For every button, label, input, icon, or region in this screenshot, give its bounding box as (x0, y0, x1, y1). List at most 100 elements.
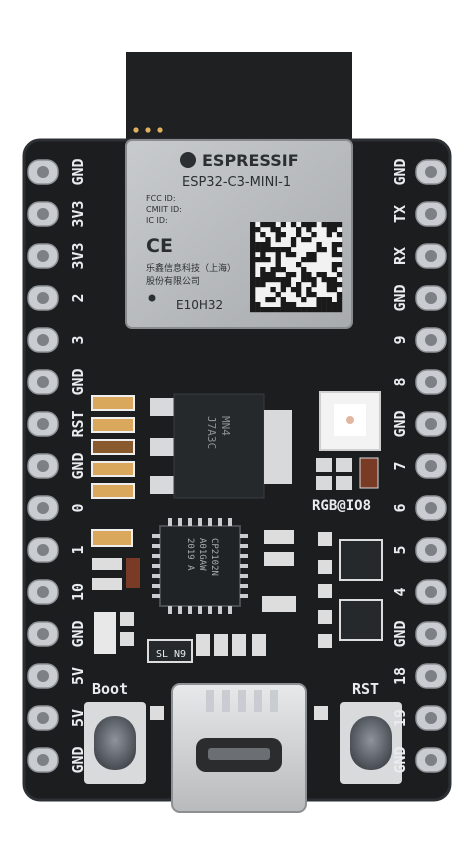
right-pin-label-11: 4 (391, 587, 409, 596)
ce-mark: CE (146, 235, 173, 257)
transistors-right (318, 532, 383, 648)
right-pin-3 (415, 243, 447, 269)
right-pin-label-14: 19 (391, 709, 409, 727)
right-pin-14 (415, 705, 447, 731)
left-pin-label-4: 2 (69, 293, 87, 302)
regulator-marking-1: MN4 (219, 416, 232, 436)
left-pin-label-12: GND (69, 620, 87, 647)
right-pin-8 (415, 453, 447, 479)
left-pin-label-8: GND (69, 452, 87, 479)
diode-marking-2: N9 (174, 649, 186, 660)
module-fcc-id: FCC ID: (146, 194, 176, 203)
right-pin-5 (415, 327, 447, 353)
right-pin-label-3: RX (391, 247, 409, 265)
left-pin-14 (27, 705, 59, 731)
right-pin-2 (415, 201, 447, 227)
antenna-area (126, 52, 352, 144)
right-pin-label-12: GND (391, 620, 409, 647)
right-pin-label-4: GND (391, 284, 409, 311)
chip-marking-3: 2019 A (185, 538, 195, 571)
diode-marking: SL (156, 649, 168, 660)
left-pin-7 (27, 411, 59, 437)
antenna-dots (133, 127, 163, 133)
left-pin-label-15: GND (69, 746, 87, 773)
right-pin-1 (415, 159, 447, 185)
voltage-regulator: MN4 J7A3C (150, 393, 292, 499)
datamatrix-pattern (250, 222, 343, 313)
reset-button[interactable] (340, 702, 402, 784)
right-pin-11 (415, 579, 447, 605)
left-pin-label-6: GND (69, 368, 87, 395)
left-pin-label-2: 3V3 (69, 200, 87, 227)
left-pin-6 (27, 369, 59, 395)
module-ic-id: IC ID: (146, 216, 168, 225)
left-pin-15 (27, 747, 59, 773)
chip-marking-1: CP2102N (209, 538, 219, 576)
left-pin-10 (27, 537, 59, 563)
right-pin-7 (415, 411, 447, 437)
module-maker-line1: 乐鑫信息科技（上海） (146, 262, 236, 274)
boot-button-label: Boot (92, 680, 128, 698)
right-pin-header (415, 159, 447, 773)
boot-button[interactable] (84, 702, 146, 784)
regulator-marking-2: J7A3C (205, 416, 218, 449)
right-pin-label-1: GND (391, 158, 409, 185)
rgb-led-label: RGB@IO8 (312, 498, 371, 514)
left-pin-3 (27, 243, 59, 269)
left-pin-label-5: 3 (69, 335, 87, 344)
module-model: ESP32-C3-MINI-1 (182, 175, 291, 190)
espressif-logo-icon (180, 152, 196, 168)
right-pin-9 (415, 495, 447, 521)
left-pin-4 (27, 285, 59, 311)
right-pin-15 (415, 747, 447, 773)
passive-components-left (91, 395, 140, 654)
reset-button-label: RST (352, 680, 379, 698)
left-pin-5 (27, 327, 59, 353)
left-pin-label-3: 3V3 (69, 242, 87, 269)
left-pin-8 (27, 453, 59, 479)
right-pin-label-9: 6 (391, 503, 409, 512)
left-pin-1 (27, 159, 59, 185)
right-pin-label-6: 8 (391, 377, 409, 386)
right-pin-label-13: 18 (391, 667, 409, 685)
right-pin-label-10: 5 (391, 545, 409, 554)
left-pin-label-10: 1 (69, 545, 87, 554)
right-pin-6 (415, 369, 447, 395)
module-brand: ESPRESSIF (202, 151, 299, 170)
left-pin-label-14: 5V (69, 709, 87, 727)
left-pin-9 (27, 495, 59, 521)
chip-marking-2: A01GAW (197, 538, 207, 571)
left-pin-label-11: 10 (69, 583, 87, 601)
right-pin-12 (415, 621, 447, 647)
left-pin-11 (27, 579, 59, 605)
esp-module: ESPRESSIF ESP32-C3-MINI-1 FCC ID: CMIIT … (125, 139, 353, 329)
right-pin-label-7: GND (391, 410, 409, 437)
button-passives (150, 706, 328, 720)
left-pin-header (27, 159, 59, 773)
module-cmiit-id: CMIIT ID: (146, 205, 182, 214)
rgb-led (316, 391, 381, 490)
micro-usb-port[interactable] (171, 683, 307, 813)
left-pin-label-9: 0 (69, 503, 87, 512)
usb-uart-chip: CP2102N A01GAW 2019 A (152, 518, 248, 614)
right-pin-label-8: 7 (391, 461, 409, 470)
left-pin-2 (27, 201, 59, 227)
right-pin-label-15: GND (391, 746, 409, 773)
right-pin-4 (415, 285, 447, 311)
left-pin-12 (27, 621, 59, 647)
right-pin-label-5: 9 (391, 335, 409, 344)
left-pin-label-7: RST (69, 410, 87, 437)
right-pin-10 (415, 537, 447, 563)
right-pin-label-2: TX (391, 205, 409, 223)
diode: SL N9 (147, 639, 193, 663)
module-maker-line2: 股份有限公司 (146, 275, 200, 287)
module-lot-code: E10H32 (176, 298, 223, 312)
left-pin-13 (27, 663, 59, 689)
module-pin1-dot (148, 294, 156, 302)
right-pin-13 (415, 663, 447, 689)
left-pin-label-1: GND (69, 158, 87, 185)
